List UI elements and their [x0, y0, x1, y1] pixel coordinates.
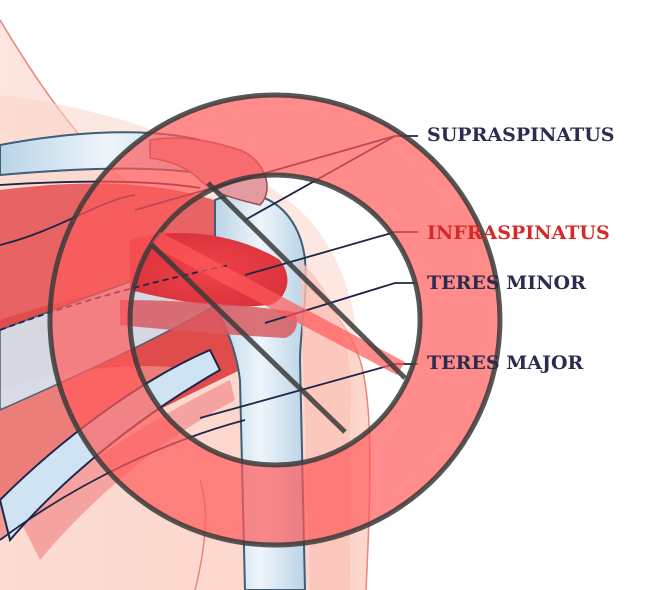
- prohibition-sign: [47, 92, 503, 548]
- leader-line-teres-minor: [264, 282, 418, 324]
- label-infraspinatus: INFRASPINATUS: [427, 222, 610, 244]
- label-supraspinatus: SUPRASPINATUS: [427, 124, 615, 146]
- label-teres-minor: TERES MINOR: [427, 272, 586, 294]
- label-teres-major: TERES MAJOR: [427, 352, 584, 374]
- teres-minor-muscle: [120, 300, 297, 338]
